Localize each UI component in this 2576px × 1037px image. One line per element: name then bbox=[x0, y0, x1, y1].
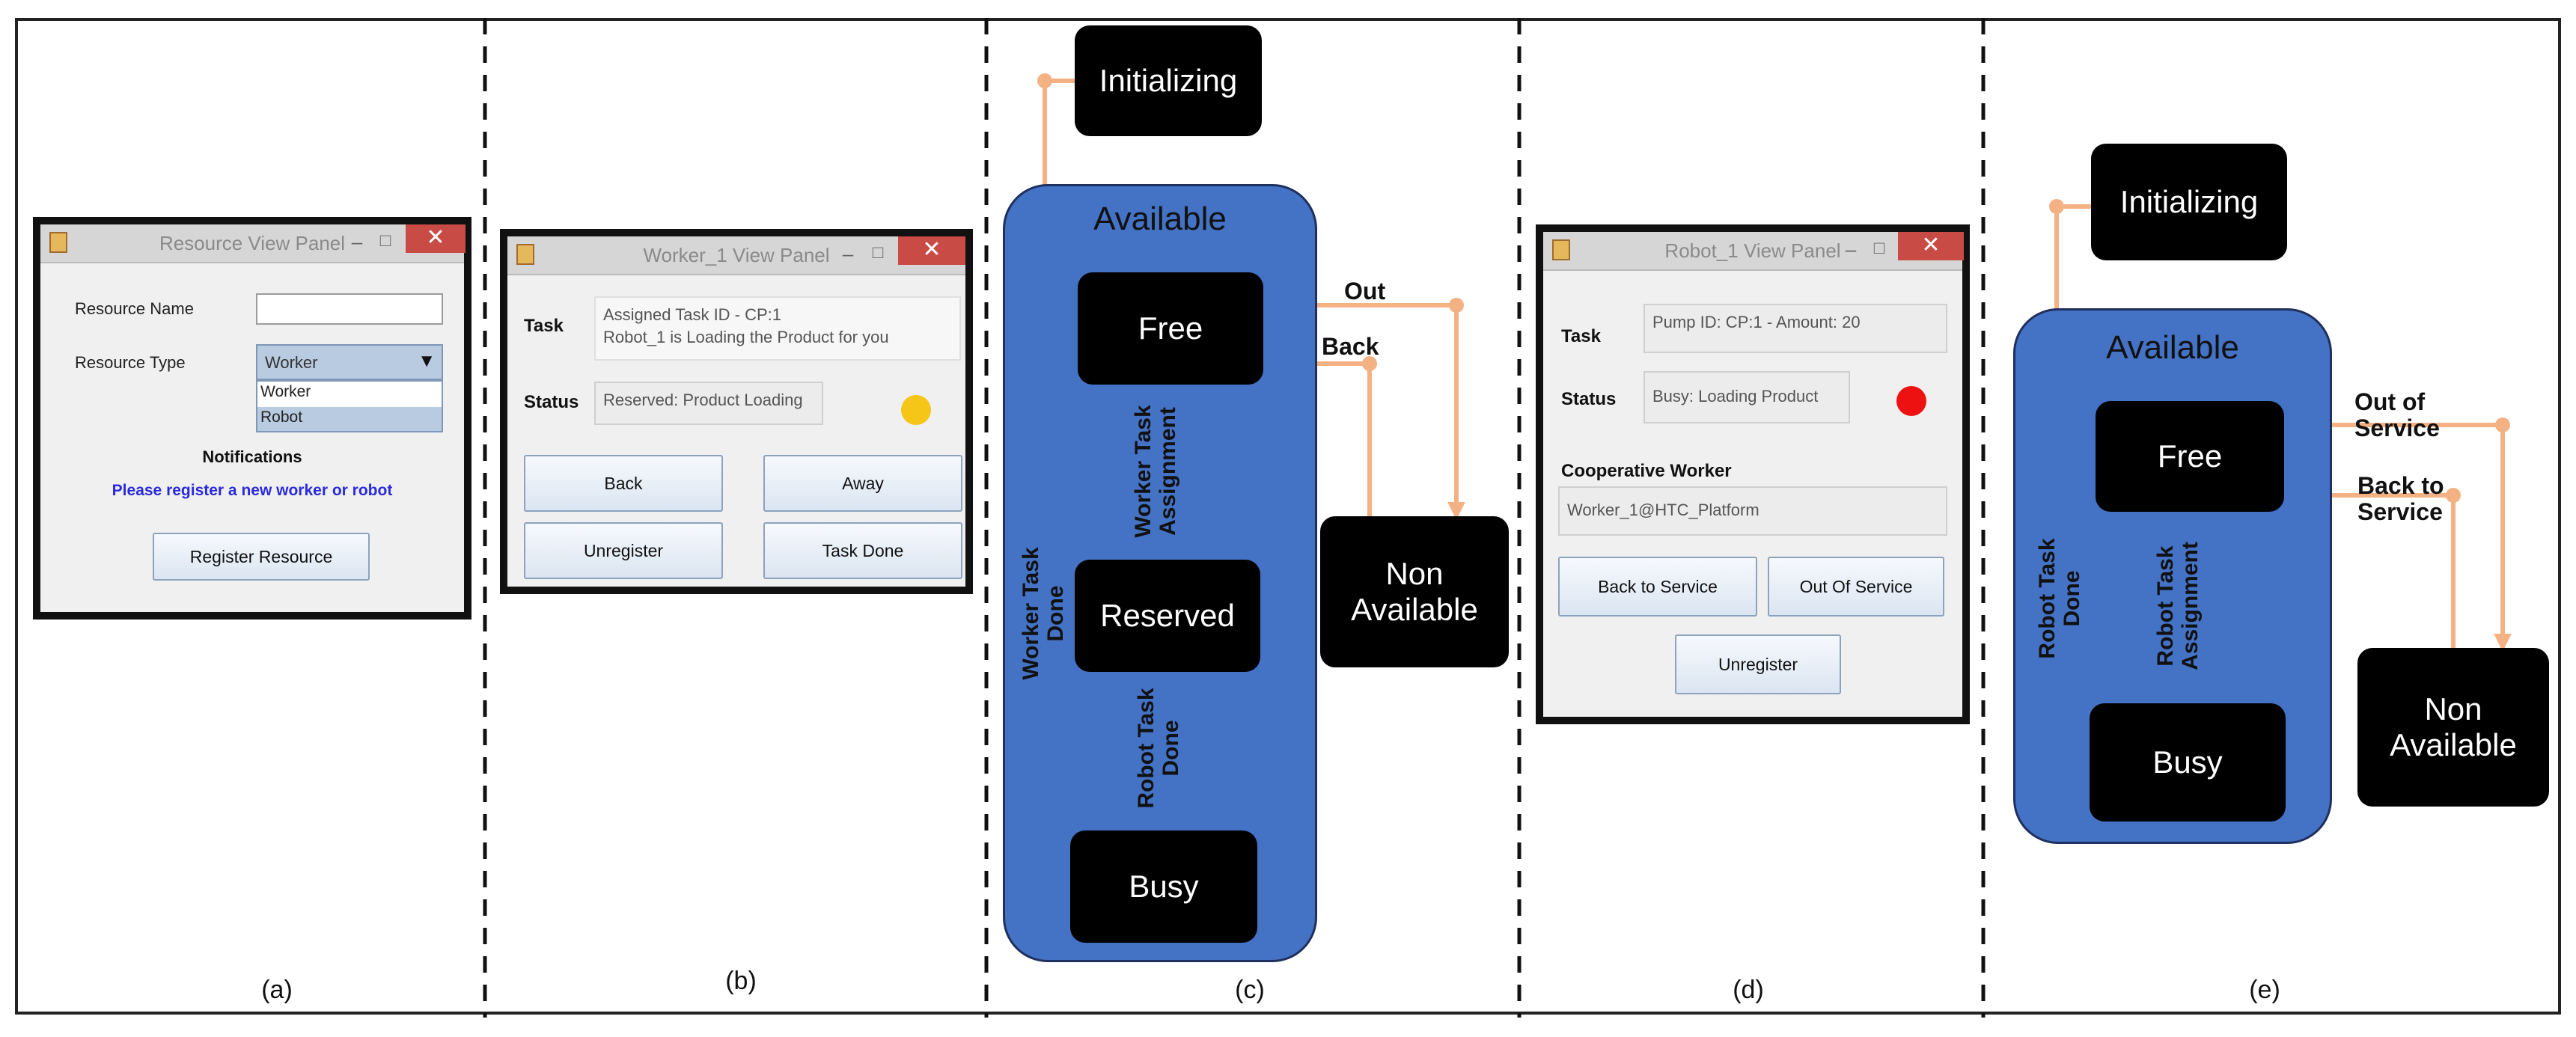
task-line-2: Robot_1 is Loading the Product for you bbox=[603, 328, 889, 346]
resource-view-window: Resource View Panel – □ ✕ Resource Name … bbox=[33, 217, 471, 620]
resource-name-input[interactable] bbox=[256, 293, 443, 325]
status-indicator-icon bbox=[901, 395, 931, 425]
task-line-1: Assigned Task ID - CP:1 bbox=[603, 305, 782, 324]
panel-label-c: (c) bbox=[1235, 976, 1265, 1004]
title-bar: Worker_1 View Panel – □ ✕ bbox=[507, 236, 965, 275]
status-field: Busy: Loading Product bbox=[1643, 371, 1850, 423]
task-label: Task bbox=[524, 316, 564, 336]
panel-label-a: (a) bbox=[261, 976, 293, 1004]
java-app-icon bbox=[516, 244, 534, 265]
java-app-icon bbox=[49, 232, 67, 253]
back-button[interactable]: Back bbox=[524, 455, 723, 512]
panel-label-b: (b) bbox=[725, 967, 757, 995]
notifications-heading: Notifications bbox=[202, 447, 302, 466]
resource-type-label: Resource Type bbox=[75, 353, 186, 372]
unregister-button[interactable]: Unregister bbox=[524, 522, 723, 579]
arrow-init-to-free-e-joint bbox=[2049, 199, 2064, 214]
resource-type-options: Worker Robot bbox=[256, 380, 443, 432]
panel-label-d: (d) bbox=[1733, 976, 1764, 1004]
minimize-icon[interactable]: – bbox=[1845, 238, 1857, 260]
window-title: Robot_1 View Panel bbox=[1664, 239, 1841, 262]
title-bar: Robot_1 View Panel – □ ✕ bbox=[1543, 232, 1964, 271]
edge-label-worker-done-c: Worker Task Done bbox=[1019, 547, 1068, 680]
state-non-available-e: Non Available bbox=[2357, 648, 2549, 807]
status-label: Status bbox=[1561, 389, 1617, 409]
option-robot: Robot bbox=[260, 409, 303, 426]
state-free-e: Free bbox=[2096, 401, 2284, 512]
available-label-c: Available bbox=[1093, 201, 1227, 237]
state-busy-c: Busy bbox=[1070, 830, 1257, 943]
dropdown-arrow-icon: ▼ bbox=[418, 351, 436, 371]
edge-label-back-c: Back bbox=[1322, 333, 1379, 360]
option-worker[interactable]: Worker bbox=[260, 383, 311, 400]
minimize-icon[interactable]: – bbox=[351, 230, 363, 253]
notification-text: Please register a new worker or robot bbox=[112, 482, 393, 499]
resource-name-label: Resource Name bbox=[75, 299, 194, 318]
title-bar: Resource View Panel – □ ✕ bbox=[40, 224, 466, 263]
state-initializing-e: Initializing bbox=[2091, 144, 2287, 260]
away-button[interactable]: Away bbox=[763, 455, 962, 512]
arrow-nonavail-to-free-c-joint bbox=[1362, 356, 1377, 371]
worker-view-window: Worker_1 View Panel – □ ✕ Task Assigned … bbox=[500, 229, 973, 594]
task-field: Assigned Task ID - CP:1 Robot_1 is Loadi… bbox=[594, 296, 961, 361]
resource-type-select[interactable]: Worker ▼ bbox=[256, 344, 443, 380]
close-button[interactable]: ✕ bbox=[406, 224, 466, 253]
option-robot-highlight[interactable]: Robot bbox=[257, 407, 442, 431]
arrow-free-to-nonavail-c-joint bbox=[1449, 298, 1464, 313]
robot-view-window: Robot_1 View Panel – □ ✕ Task Pump ID: C… bbox=[1536, 224, 1970, 724]
edge-label-assignment-c: Worker Task Assignment bbox=[1131, 405, 1180, 538]
arrow-init-to-free-c-joint bbox=[1037, 73, 1052, 88]
edge-label-done-e: Robot Task Done bbox=[2035, 538, 2084, 659]
status-label: Status bbox=[524, 392, 579, 412]
out-of-service-button[interactable]: Out Of Service bbox=[1768, 557, 1944, 617]
arrow-free-to-nonavail-e-joint bbox=[2495, 417, 2510, 432]
state-reserved-c: Reserved bbox=[1075, 560, 1260, 672]
figure-frame bbox=[15, 18, 2561, 1015]
minimize-icon[interactable]: – bbox=[842, 242, 854, 265]
window-title: Resource View Panel bbox=[159, 232, 346, 254]
register-resource-button[interactable]: Register Resource bbox=[153, 533, 370, 581]
task-label: Task bbox=[1561, 326, 1601, 346]
maximize-icon[interactable]: □ bbox=[379, 230, 391, 251]
state-non-available-c: Non Available bbox=[1320, 516, 1509, 667]
cooperative-worker-label: Cooperative Worker bbox=[1561, 461, 1732, 481]
window-title: Worker_1 View Panel bbox=[643, 244, 830, 266]
edge-label-out-e: Out of Service bbox=[2354, 388, 2440, 442]
status-indicator-icon bbox=[1896, 386, 1926, 416]
back-to-service-button[interactable]: Back to Service bbox=[1558, 557, 1757, 617]
arrow-nonavail-to-free-e-joint bbox=[2446, 488, 2461, 503]
resource-type-selected: Worker bbox=[265, 353, 318, 372]
close-button[interactable]: ✕ bbox=[1898, 232, 1964, 260]
edge-label-assignment-e: Robot Task Assignment bbox=[2153, 542, 2203, 670]
state-busy-e: Busy bbox=[2090, 703, 2286, 822]
maximize-icon[interactable]: □ bbox=[1873, 238, 1885, 258]
close-button[interactable]: ✕ bbox=[898, 236, 965, 265]
state-initializing-c: Initializing bbox=[1075, 25, 1262, 136]
edge-label-robot-done-c: Robot Task Done bbox=[1134, 688, 1183, 809]
available-label-e: Available bbox=[2106, 329, 2239, 366]
panel-label-e: (e) bbox=[2249, 976, 2280, 1004]
cooperative-worker-field: Worker_1@HTC_Platform bbox=[1558, 486, 1947, 536]
java-app-icon bbox=[1552, 239, 1570, 260]
edge-label-out-c: Out bbox=[1344, 278, 1386, 305]
task-field: Pump ID: CP:1 - Amount: 20 bbox=[1643, 304, 1947, 353]
edge-label-back-e: Back to Service bbox=[2357, 472, 2444, 526]
status-field: Reserved: Product Loading bbox=[594, 382, 823, 425]
task-done-button[interactable]: Task Done bbox=[763, 522, 962, 579]
unregister-button[interactable]: Unregister bbox=[1675, 634, 1841, 694]
state-free-c: Free bbox=[1078, 272, 1263, 385]
maximize-icon[interactable]: □ bbox=[872, 242, 884, 263]
